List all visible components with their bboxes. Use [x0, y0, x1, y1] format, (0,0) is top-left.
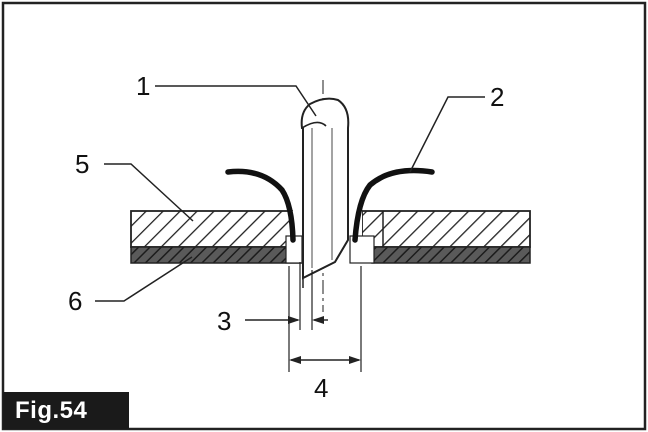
callout-6: 6 [68, 286, 82, 316]
callout-1: 1 [136, 71, 150, 101]
leader-5 [104, 163, 194, 222]
callout-4: 4 [314, 373, 328, 403]
pin-head-curl [301, 121, 327, 129]
pin-tip [302, 239, 349, 279]
dim4-arrow-left [289, 356, 301, 364]
leader-6 [95, 256, 193, 302]
callout-5: 5 [75, 149, 89, 179]
dim4-arrow-right [349, 356, 361, 364]
rivet-pin [300, 97, 350, 280]
leader-1 [155, 85, 317, 117]
upper-plate-right [361, 210, 531, 248]
lower-plate-right [371, 246, 531, 264]
figure-label: Fig.54 [15, 397, 88, 424]
dim3-arrow-right [312, 316, 324, 324]
lower-plate-left [130, 246, 302, 264]
upper-plate-left [130, 210, 293, 248]
figure-label-box: Fig.54 [3, 392, 129, 429]
callout-3: 3 [217, 306, 231, 336]
dim3-arrow-left [288, 316, 300, 324]
collar-left [225, 168, 296, 243]
leader-2 [409, 96, 485, 173]
callout-2: 2 [490, 82, 504, 112]
